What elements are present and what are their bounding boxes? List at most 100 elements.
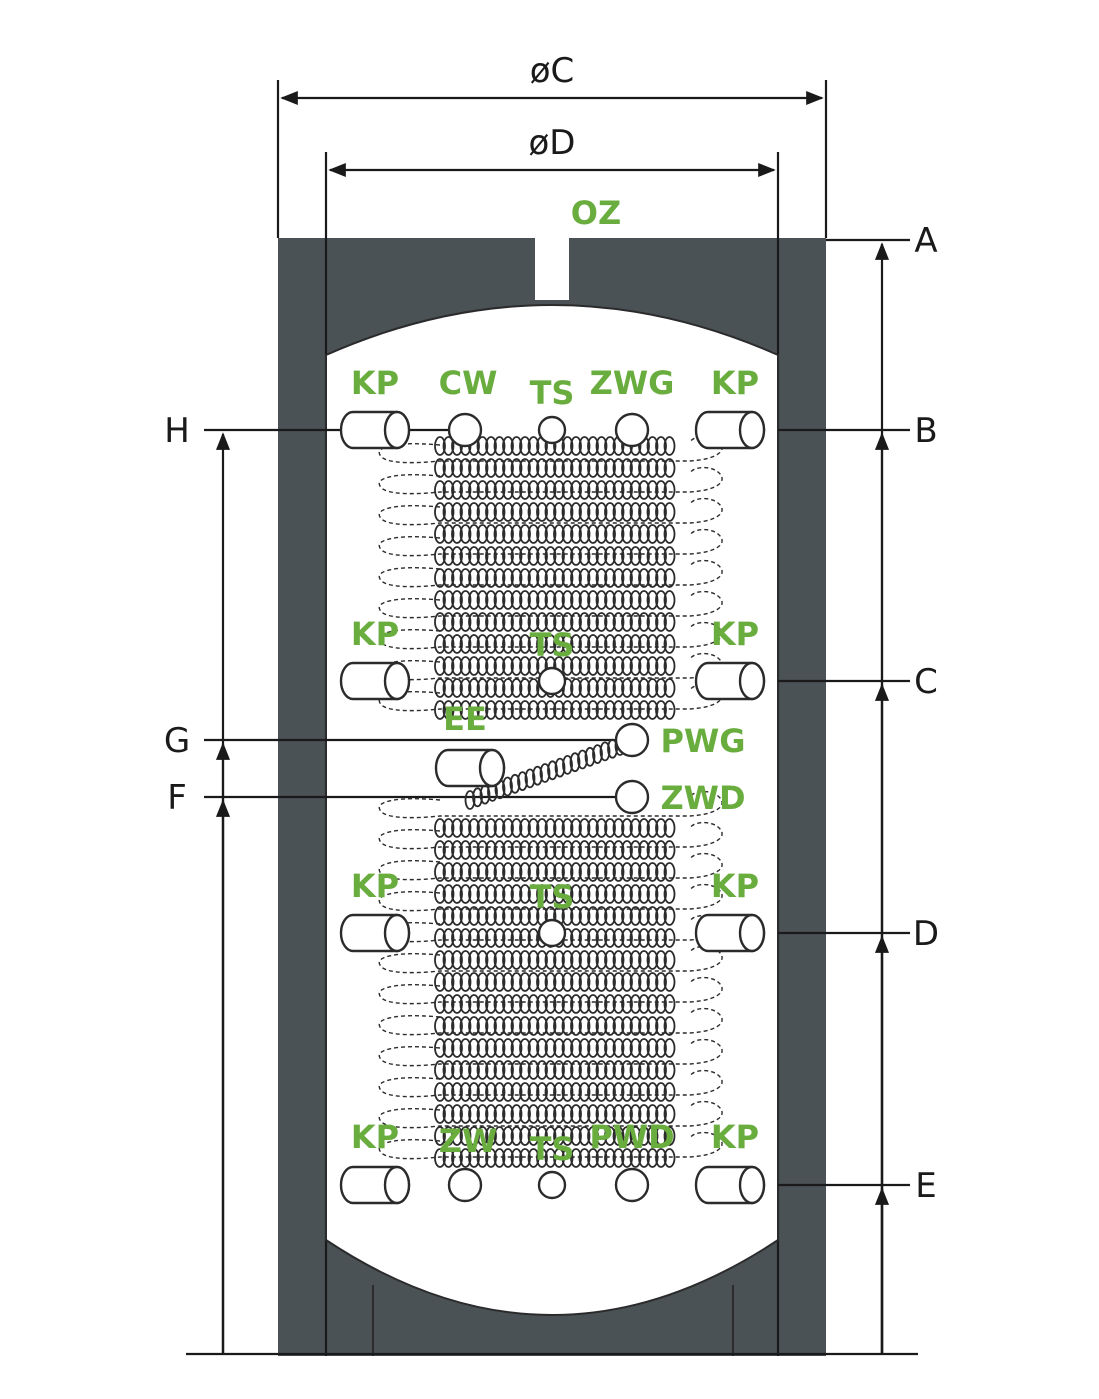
inner-coil-turn xyxy=(485,1060,497,1080)
inner-coil-turn xyxy=(638,1126,650,1146)
inner-coil-turn xyxy=(587,568,599,588)
height-label-h: H xyxy=(164,411,190,451)
inner-coil-turn xyxy=(527,1126,540,1146)
outer-coil-loop xyxy=(378,883,723,912)
inner-coil-turn xyxy=(655,612,667,632)
inner-coil-turn xyxy=(629,862,642,882)
inner-coil-turn xyxy=(510,678,523,698)
inner-coil-turn xyxy=(578,994,591,1014)
inner-coil-turn xyxy=(544,524,557,544)
inner-coil-turn xyxy=(434,994,446,1014)
inner-coil-turn xyxy=(638,928,650,948)
inner-coil-turn xyxy=(621,1082,633,1102)
inner-coil-turn xyxy=(519,634,531,654)
inner-coil-turn xyxy=(663,994,676,1014)
outer-coil-loop xyxy=(378,821,723,850)
inner-coil-turn xyxy=(561,884,574,904)
inner-coil-turn xyxy=(476,590,489,610)
inner-coil-turn xyxy=(646,458,659,478)
inner-coil-turn xyxy=(629,458,642,478)
inner-coil-turn xyxy=(663,862,676,882)
inner-coil-turn xyxy=(451,1104,463,1124)
inner-coil-turn xyxy=(638,972,650,992)
inner-coil-turn xyxy=(595,502,608,522)
zw-port xyxy=(447,1167,483,1203)
inner-coil-turn xyxy=(510,1060,523,1080)
inner-coil-turn xyxy=(629,928,642,948)
inner-coil-turn xyxy=(527,972,540,992)
inner-coil-turn xyxy=(476,634,489,654)
inner-coil-turn xyxy=(570,1104,582,1124)
inner-coil-turn xyxy=(502,480,514,500)
inner-coil-turn xyxy=(663,928,676,948)
inner-coil-turn xyxy=(604,678,616,698)
kp-nozzle-left-1 xyxy=(339,410,411,450)
inner-coil-turn xyxy=(621,972,633,992)
inner-coil-turn xyxy=(434,1060,446,1080)
inner-coil-turn xyxy=(604,928,616,948)
inner-coil-turn xyxy=(451,590,463,610)
inner-coil-turn xyxy=(493,994,506,1014)
inner-coil-turn xyxy=(604,1104,616,1124)
inner-coil-turn xyxy=(527,524,540,544)
inner-coil-turn xyxy=(493,818,506,838)
inner-coil-turn xyxy=(519,862,531,882)
inner-coil-turn xyxy=(553,480,565,500)
nozzle-end xyxy=(738,661,766,701)
inner-coil-turn xyxy=(527,1038,540,1058)
inner-coil-turn xyxy=(604,1082,616,1102)
inner-coil-turn xyxy=(434,884,446,904)
inner-coil-turn xyxy=(604,458,616,478)
transition-coil-turn xyxy=(502,776,513,797)
inner-coil-turn xyxy=(493,840,506,860)
inner-coil-turn xyxy=(442,546,455,566)
inner-coil-turn xyxy=(459,1126,472,1146)
inner-coil-turn xyxy=(570,906,582,926)
inner-coil-turn xyxy=(502,950,514,970)
inner-coil-turn xyxy=(646,1060,659,1080)
nozzle-end xyxy=(738,410,766,450)
inner-coil-turn xyxy=(655,480,667,500)
inner-coil-turn xyxy=(612,1126,625,1146)
inner-coil-turn xyxy=(468,840,480,860)
inner-coil-turn xyxy=(527,840,540,860)
inner-coil-turn xyxy=(646,950,659,970)
inner-coil-turn xyxy=(570,840,582,860)
inner-coil-turn xyxy=(442,480,455,500)
inner-coil-turn xyxy=(578,700,591,720)
inner-coil-turn xyxy=(502,1060,514,1080)
inner-coil-turn xyxy=(493,458,506,478)
inner-coil-turn xyxy=(655,994,667,1014)
inner-coil-turn xyxy=(476,524,489,544)
inner-coil-turn xyxy=(536,1060,548,1080)
kp-nozzle-left-2 xyxy=(339,661,411,701)
inner-coil-turn xyxy=(553,634,565,654)
inner-coil-turn xyxy=(655,1082,667,1102)
inner-coil-turn xyxy=(587,612,599,632)
inner-coil-turn xyxy=(612,480,625,500)
inner-coil-turn xyxy=(578,634,591,654)
dimension-label-c: øC xyxy=(530,51,575,91)
height-label-d: D xyxy=(913,914,939,954)
inner-coil-turn xyxy=(476,928,489,948)
inner-coil-turn xyxy=(655,906,667,926)
inner-coil-turn xyxy=(476,862,489,882)
nozzle-end xyxy=(383,913,411,953)
inner-coil-turn xyxy=(663,458,676,478)
inner-coil-turn xyxy=(459,656,472,676)
inner-coil-turn xyxy=(536,568,548,588)
inner-coil-turn xyxy=(570,568,582,588)
inner-coil-turn xyxy=(578,568,591,588)
outer-coil-loop xyxy=(378,852,723,881)
inner-coil-turn xyxy=(612,884,625,904)
inner-coil-turn xyxy=(442,590,455,610)
inner-coil-turn xyxy=(502,1104,514,1124)
inner-coil-turn xyxy=(663,884,676,904)
inner-coil-turn xyxy=(510,458,523,478)
inner-coil-turn xyxy=(536,994,548,1014)
inner-coil-turn xyxy=(587,928,599,948)
inner-coil-turn xyxy=(485,480,497,500)
inner-coil-turn xyxy=(502,1126,514,1146)
inner-coil-turn xyxy=(629,700,642,720)
inner-coil-turn xyxy=(655,656,667,676)
